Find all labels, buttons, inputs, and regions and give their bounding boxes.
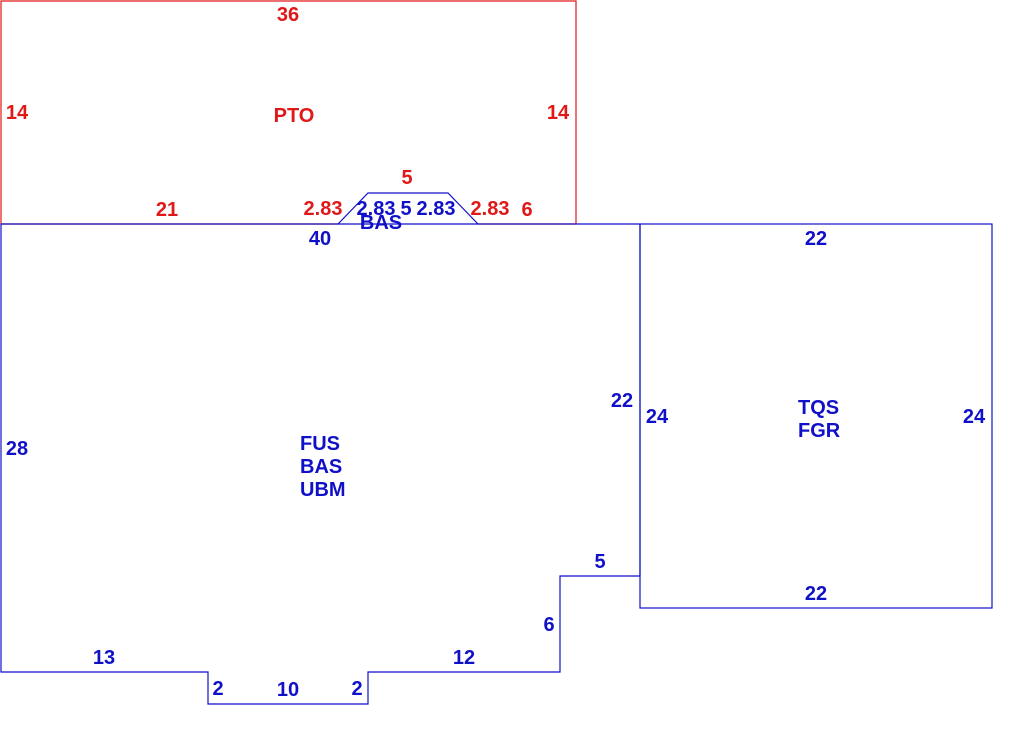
- bay-area-code: BAS: [360, 212, 402, 234]
- patio-bottom-left-dimension: 21: [156, 199, 178, 221]
- main-step-side-dimension: 6: [543, 614, 554, 636]
- garage-right-dimension: 24: [963, 406, 986, 428]
- patio-bay-left-slant-dimension: 2.83: [304, 198, 343, 220]
- garage-left-dimension: 24: [646, 406, 669, 428]
- main-area-code-3: UBM: [300, 479, 346, 501]
- patio-top-dimension: 36: [277, 4, 299, 26]
- main-notch-left-dimension: 2: [212, 678, 223, 700]
- patio-bay-top-dimension: 5: [401, 167, 412, 189]
- main-top-dimension: 40: [309, 228, 331, 250]
- main-notch-bottom-dimension: 10: [277, 679, 299, 701]
- main-right-dimension: 22: [611, 390, 633, 412]
- bay-outline: [337, 192, 479, 225]
- main-bottom-left-dimension: 13: [93, 647, 115, 669]
- main-bottom-right-dimension: 12: [453, 647, 475, 669]
- main-area-code-2: BAS: [300, 456, 342, 478]
- patio-area-code: PTO: [274, 105, 315, 127]
- bay-top-dimension: 5: [400, 198, 411, 220]
- bay-left-slant-dimension: 2.83: [357, 198, 396, 220]
- main-left-dimension: 28: [6, 438, 28, 460]
- main-notch-right-dimension: 2: [351, 678, 362, 700]
- main-step-top-dimension: 5: [594, 551, 605, 573]
- patio-left-dimension: 14: [6, 102, 29, 124]
- bay-right-slant-dimension: 2.83: [417, 198, 456, 220]
- main-area-code-1: FUS: [300, 433, 340, 455]
- garage-outline: [639, 223, 993, 609]
- patio-bottom-right-dimension: 6: [521, 199, 532, 221]
- garage-area-code-2: FGR: [798, 420, 841, 442]
- garage-bottom-dimension: 22: [805, 583, 827, 605]
- garage-area-code-1: TQS: [798, 397, 839, 419]
- patio-right-dimension: 14: [547, 102, 570, 124]
- garage-top-dimension: 22: [805, 228, 827, 250]
- patio-bay-right-slant-dimension: 2.83: [471, 198, 510, 220]
